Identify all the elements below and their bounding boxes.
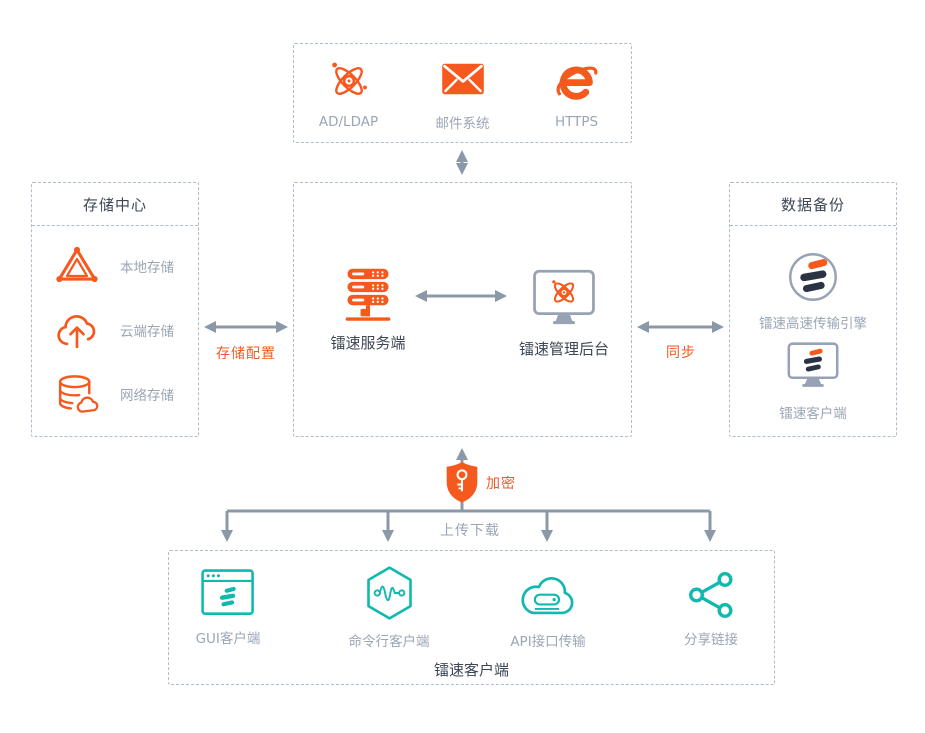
api-transfer-label: API接口传输 <box>510 634 586 650</box>
storage-center-box: 存储中心 本地存储 云端存储 <box>31 182 199 437</box>
share-link-icon <box>688 571 733 619</box>
raysync-server-node: 镭速服务端 <box>318 265 418 353</box>
cli-client-icon <box>366 566 412 620</box>
backup-client-node: 镭速客户端 <box>730 341 896 422</box>
api-transfer-icon <box>521 577 574 615</box>
transfer-engine-label: 镭速高速传输引擎 <box>759 316 867 332</box>
local-storage-node: 本地存储 <box>32 244 198 288</box>
adldap-node: AD/LDAP <box>304 57 394 130</box>
local-storage-label: 本地存储 <box>120 259 174 276</box>
clients-box-title: 镭速客户端 <box>433 661 510 679</box>
cli-client-label: 命令行客户端 <box>348 634 430 650</box>
storage-center-title: 存储中心 <box>32 183 198 226</box>
network-storage-label: 网络存储 <box>120 388 174 405</box>
cloud-upload-icon <box>57 314 96 348</box>
raysync-server-label: 镭速服务端 <box>330 334 406 352</box>
storage-config-label: 存储配置 <box>216 346 276 362</box>
clients-box: GUI客户端 命令行客户端 API接口传输 <box>168 550 775 685</box>
raysync-client-monitor-icon <box>787 342 839 387</box>
https-label: HTTPS <box>554 113 599 130</box>
share-link-node: 分享链接 <box>684 571 738 648</box>
upload-download-label: 上传下载 <box>440 523 500 539</box>
raysync-engine-icon <box>789 253 837 301</box>
backup-client-label: 镭速客户端 <box>779 406 847 422</box>
encrypt-shield-icon <box>446 462 478 503</box>
transfer-engine-node: 镭速高速传输引擎 <box>730 251 896 332</box>
admin-console-node: 镭速管理后台 <box>499 267 629 359</box>
atom-icon <box>331 62 367 95</box>
encrypt-label: 加密 <box>486 476 516 492</box>
mail-icon <box>441 63 484 94</box>
database-cloud-icon <box>58 375 99 414</box>
mail-node: 邮件系统 <box>418 55 508 132</box>
cloud-storage-label: 云端存储 <box>120 323 174 340</box>
admin-console-label: 镭速管理后台 <box>518 340 609 358</box>
raysync-core-box: 镭速服务端 镭速管理后台 <box>293 182 632 437</box>
network-storage-node: 网络存储 <box>32 371 198 417</box>
data-backup-title: 数据备份 <box>730 183 896 226</box>
external-services-box: AD/LDAP 邮件系统 HTTPS <box>293 43 632 143</box>
gui-client-icon <box>201 569 255 615</box>
triangle-network-icon <box>56 246 98 282</box>
adldap-label: AD/LDAP <box>318 113 379 130</box>
data-backup-box: 数据备份 镭速高速传输引擎 镭速客户端 <box>729 182 897 437</box>
cli-client-node: 命令行客户端 <box>349 565 430 650</box>
sync-label: 同步 <box>666 345 696 361</box>
gui-client-label: GUI客户端 <box>195 631 261 647</box>
gui-client-node: GUI客户端 <box>195 568 261 647</box>
server-icon <box>345 268 391 321</box>
api-transfer-node: API接口传输 <box>510 571 586 650</box>
monitor-atom-icon <box>533 269 595 325</box>
ie-browser-icon <box>556 66 597 100</box>
https-node: HTTPS <box>532 57 622 130</box>
share-link-label: 分享链接 <box>684 632 738 648</box>
cloud-storage-node: 云端存储 <box>32 307 198 353</box>
mail-label: 邮件系统 <box>435 115 490 132</box>
